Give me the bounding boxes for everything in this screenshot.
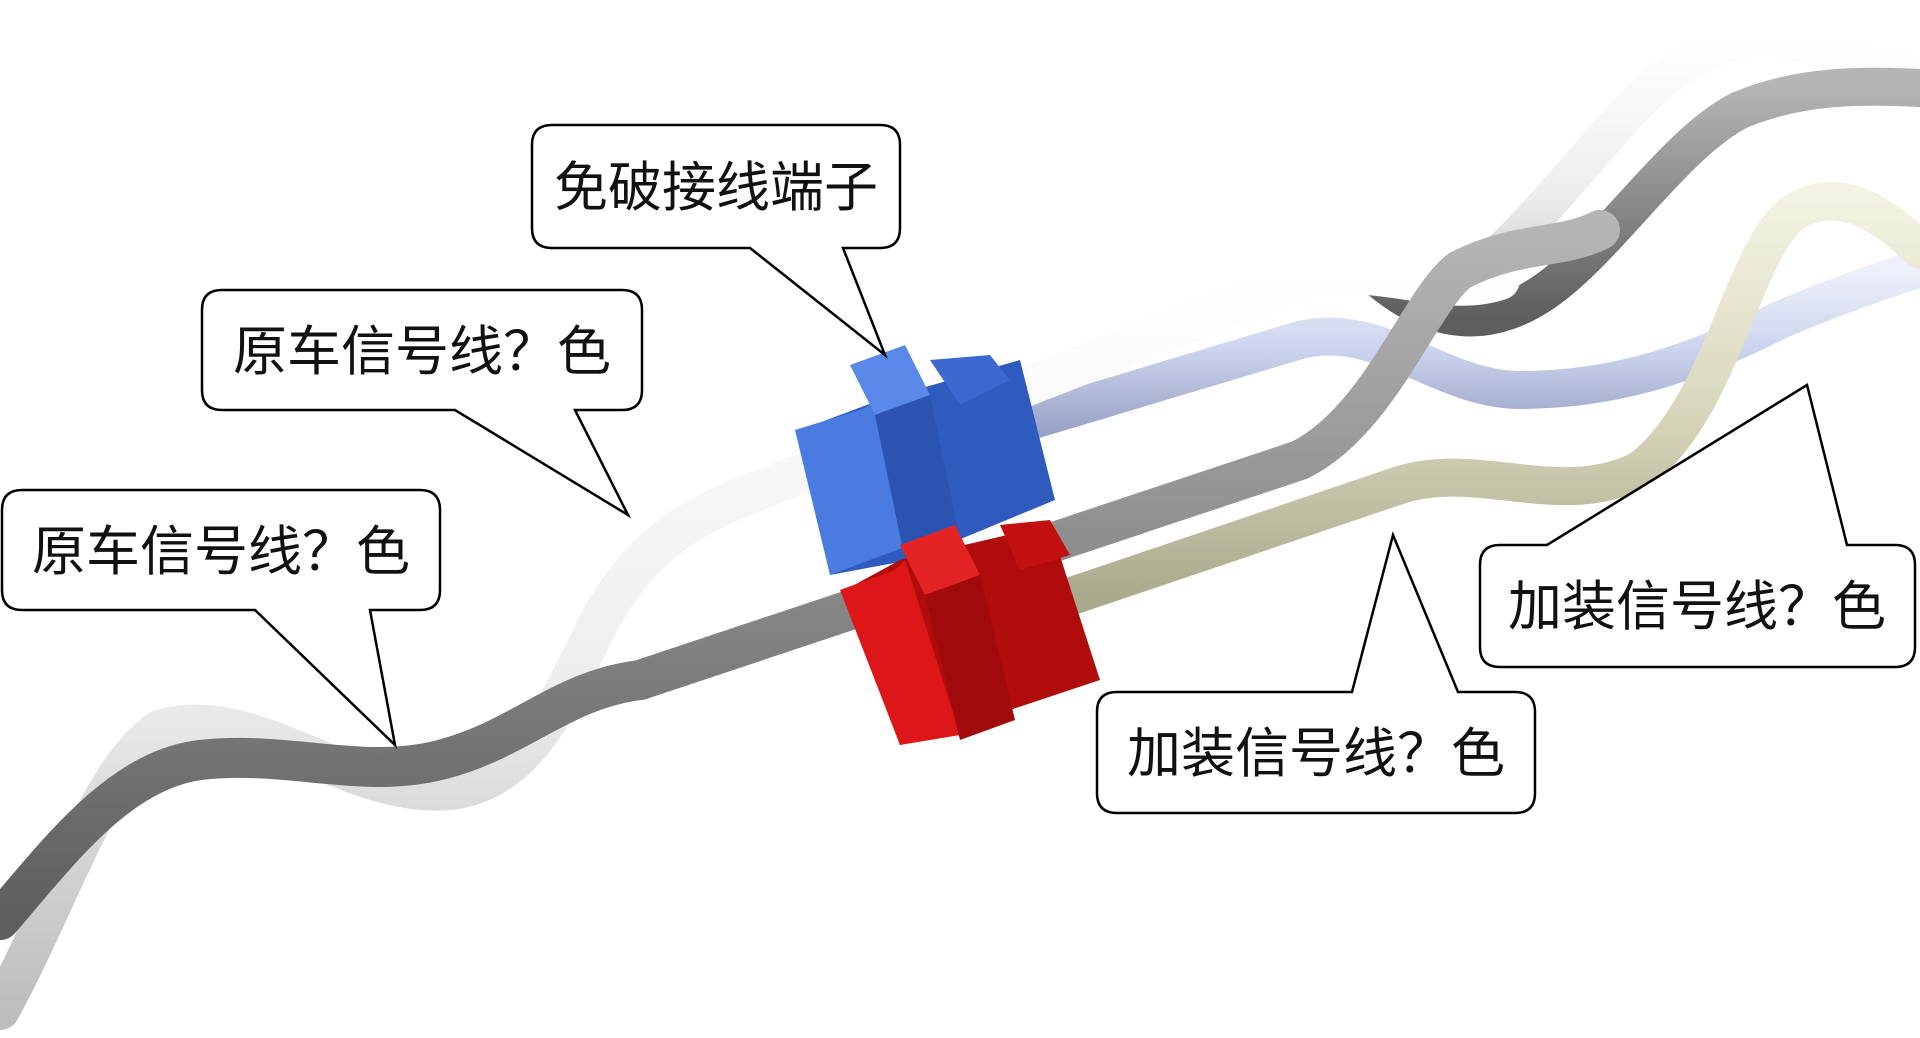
red-connector	[840, 520, 1100, 745]
callout-added-wire-bottom: 加装信号线？色	[1095, 531, 1537, 815]
blue-connector	[795, 345, 1055, 575]
wire-white-upper-right	[1401, 17, 1920, 339]
callout-original-wire-left: 原车信号线？色	[0, 488, 442, 749]
callout-added-wire-bottom-label: 加装信号线？色	[1127, 722, 1505, 785]
callout-connector: 免破接线端子	[530, 123, 902, 359]
wire-gray-upper-right	[1361, 67, 1920, 337]
wire-white-main	[0, 254, 1520, 1030]
callout-original-wire-top: 原车信号线？色	[200, 288, 644, 519]
callout-original-wire-left-label: 原车信号线？色	[32, 520, 410, 583]
wire-gray-main	[0, 210, 1620, 940]
wire-beige	[1041, 182, 1920, 619]
callout-original-wire-top-label: 原车信号线？色	[233, 320, 611, 383]
callout-added-wire-right-label: 加装信号线？色	[1508, 575, 1886, 638]
callout-added-wire-right: 加装信号线？色	[1478, 383, 1917, 669]
callout-connector-label: 免破接线端子	[554, 156, 878, 219]
